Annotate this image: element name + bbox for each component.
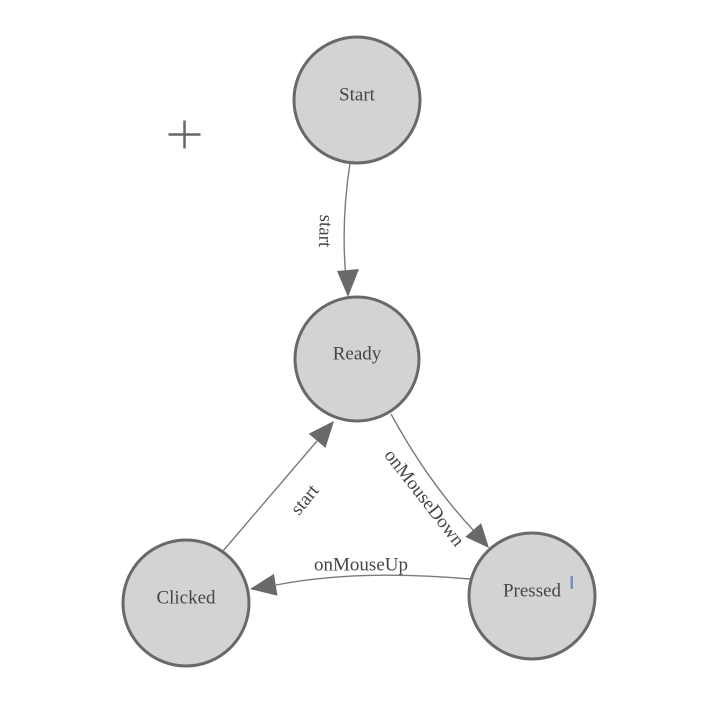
transition-line[interactable] (222, 440, 318, 552)
transition-label[interactable]: start (287, 480, 324, 519)
transition-label[interactable]: start (314, 214, 336, 248)
state-node-label[interactable]: Start (339, 85, 376, 106)
plus-crosshair-icon (168, 120, 201, 149)
transition-label[interactable]: onMouseDown (380, 445, 469, 551)
transition-arrowhead-icon (308, 421, 334, 448)
transition-start-to-ready[interactable]: start (314, 162, 359, 297)
state-node-label[interactable]: Clicked (156, 588, 216, 609)
state-node-label[interactable]: Pressed (503, 581, 562, 602)
state-node-clicked[interactable]: Clicked (121, 538, 251, 668)
transition-line[interactable] (275, 574, 471, 586)
transition-label[interactable]: onMouseUp (314, 555, 408, 576)
transition-arrowhead-icon (250, 573, 278, 596)
state-node-start[interactable]: Start (292, 35, 422, 165)
transition-pressed-to-clicked[interactable]: onMouseUp (250, 555, 471, 596)
state-node-circle[interactable] (121, 538, 251, 668)
state-node-circle[interactable] (467, 531, 597, 661)
state-node-label[interactable]: Ready (333, 344, 382, 365)
state-node-pressed[interactable]: Pressed (467, 531, 597, 661)
transition-ready-to-pressed[interactable]: onMouseDown (380, 413, 489, 551)
transition-arrowhead-icon (465, 523, 489, 548)
text-caret (570, 576, 573, 589)
state-node-ready[interactable]: Ready (293, 295, 421, 423)
transition-arrowhead-icon (337, 269, 359, 297)
state-node-circle[interactable] (293, 295, 421, 423)
transition-line[interactable] (390, 413, 475, 532)
state-node-circle[interactable] (292, 35, 422, 165)
transition-clicked-to-ready[interactable]: start (222, 421, 334, 552)
